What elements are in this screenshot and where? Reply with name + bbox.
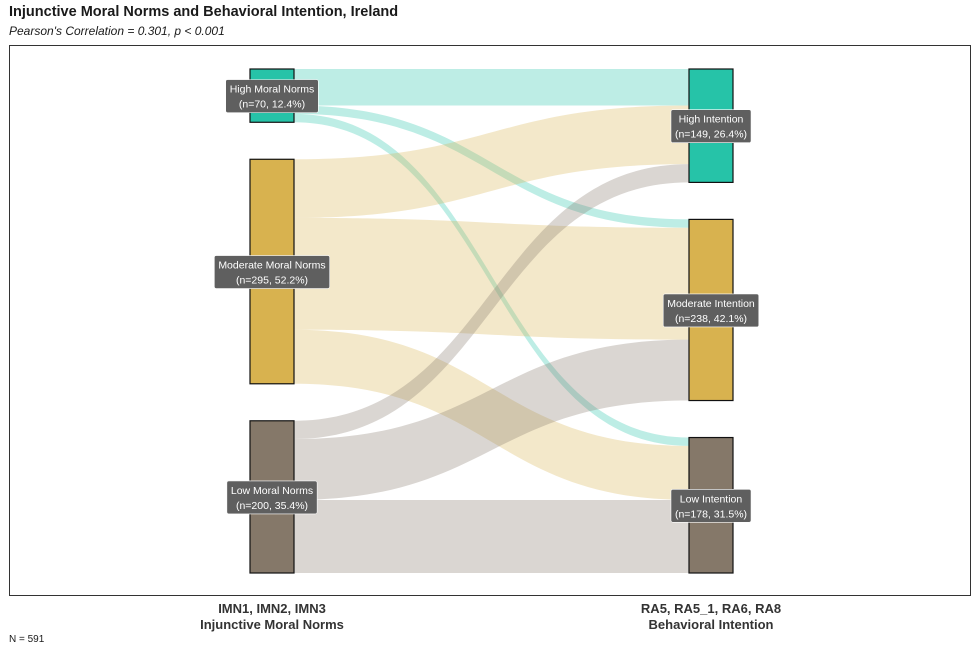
chart-subtitle: Pearson's Correlation = 0.301, p < 0.001 bbox=[9, 24, 225, 38]
left-node-label-low: Low Moral Norms (n=200, 35.4%) bbox=[226, 480, 318, 515]
right-node-count-low: (n=178, 31.5%) bbox=[675, 508, 747, 520]
plot-panel bbox=[9, 45, 971, 596]
flow-moderate-to-moderate bbox=[294, 217, 689, 340]
flow-low-to-low bbox=[294, 499, 689, 573]
left-node-label-high: High Moral Norms (n=70, 12.4%) bbox=[225, 79, 319, 113]
right-node-label-low: Low Intention (n=178, 31.5%) bbox=[670, 488, 752, 523]
right-node-label-moderate: Moderate Intention (n=238, 42.1%) bbox=[662, 293, 760, 328]
right-node-name-high: High Intention bbox=[679, 114, 744, 126]
right-node-name-moderate: Moderate Intention bbox=[667, 298, 755, 310]
chart-title: Injunctive Moral Norms and Behavioral In… bbox=[9, 4, 399, 20]
left-node-count-moderate: (n=295, 52.2%) bbox=[236, 275, 308, 287]
flow-moderate-to-high bbox=[294, 105, 689, 218]
flow-high-to-high bbox=[294, 69, 689, 106]
left-node-label-moderate: Moderate Moral Norms (n=295, 52.2%) bbox=[214, 255, 330, 289]
left-axis-title: IMN1, IMN2, IMN3 Injunctive Moral Norms bbox=[122, 601, 422, 633]
left-axis-name: Injunctive Moral Norms bbox=[200, 617, 344, 632]
right-node-count-high: (n=149, 26.4%) bbox=[675, 129, 747, 141]
left-node-count-low: (n=200, 35.4%) bbox=[236, 500, 308, 512]
right-axis-variables: RA5, RA5_1, RA6, RA8 bbox=[640, 601, 782, 616]
flow-high-to-low bbox=[294, 113, 689, 446]
right-axis-title: RA5, RA5_1, RA6, RA8 Behavioral Intentio… bbox=[561, 601, 861, 633]
flow-moderate-to-low bbox=[294, 329, 689, 500]
left-node-count-high: (n=70, 12.4%) bbox=[239, 99, 305, 111]
sample-size-note: N = 591 bbox=[9, 634, 45, 645]
left-axis-variables: IMN1, IMN2, IMN3 bbox=[218, 601, 326, 616]
right-node-count-moderate: (n=238, 42.1%) bbox=[675, 313, 747, 325]
flow-low-to-moderate bbox=[294, 339, 689, 500]
flow-high-to-moderate bbox=[294, 105, 689, 228]
left-node-name-moderate: Moderate Moral Norms bbox=[218, 260, 325, 272]
right-node-label-high: High Intention (n=149, 26.4%) bbox=[670, 109, 752, 143]
right-axis-name: Behavioral Intention bbox=[648, 617, 774, 632]
left-node-name-high: High Moral Norms bbox=[230, 84, 315, 96]
left-node-name-low: Low Moral Norms bbox=[231, 485, 313, 497]
right-node-name-low: Low Intention bbox=[680, 493, 743, 505]
flow-low-to-high bbox=[294, 164, 689, 440]
